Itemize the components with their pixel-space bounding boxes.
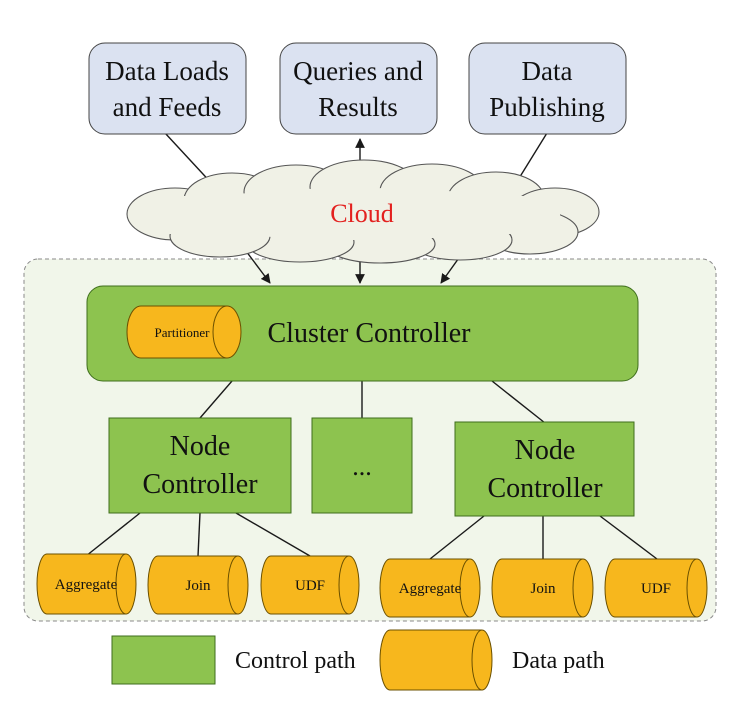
line-cluster-to-node-right	[491, 380, 546, 424]
operator-join-right-label: Join	[530, 581, 556, 597]
ellipsis-box: ...	[311, 417, 413, 514]
cluster-controller-label: Cluster Controller	[268, 318, 472, 349]
operator-udf-right-label: UDF	[641, 581, 671, 597]
operator-join-left: Join	[147, 555, 249, 615]
legend-control-label: Control path	[235, 648, 356, 674]
legend-data-swatch	[379, 629, 493, 691]
legend: Control path Data path	[111, 629, 605, 691]
line-node-left-to-join	[197, 512, 201, 557]
operator-aggregate-left-label: Aggregate	[55, 577, 118, 593]
top-box-data-publishing: Data Publishing	[468, 42, 627, 135]
partitioner-cylinder: Partitioner	[126, 305, 242, 359]
node-controller-left: Node Controller	[108, 417, 292, 514]
node-controller-right: Node Controller	[454, 421, 635, 517]
legend-control-swatch	[111, 635, 216, 685]
top-box-data-publishing-line2: Publishing	[489, 92, 605, 122]
operator-udf-left: UDF	[260, 555, 360, 615]
cloud-shape: Cloud	[126, 159, 600, 264]
cloud-label: Cloud	[330, 199, 394, 228]
operator-aggregate-left: Aggregate	[36, 553, 137, 615]
top-box-queries-line2: Results	[318, 92, 398, 122]
operator-aggregate-right: Aggregate	[379, 558, 481, 618]
top-box-data-publishing-line1: Data	[522, 56, 573, 86]
node-controller-left-line1: Node	[170, 431, 231, 462]
node-controller-left-line2: Controller	[142, 469, 258, 500]
operator-join-left-label: Join	[185, 578, 211, 594]
operator-udf-left-label: UDF	[295, 578, 325, 594]
legend-data-label: Data path	[512, 648, 605, 674]
operator-udf-right: UDF	[604, 558, 708, 618]
node-controller-right-line2: Controller	[487, 473, 603, 504]
partitioner-label: Partitioner	[155, 325, 211, 340]
top-box-data-loads-line1: Data Loads	[105, 56, 229, 86]
top-box-data-loads-line2: and Feeds	[113, 92, 222, 122]
operator-aggregate-right-label: Aggregate	[399, 581, 462, 597]
line-node-right-to-aggregate	[429, 515, 485, 560]
node-controller-right-line1: Node	[515, 435, 576, 466]
ellipsis-label: ...	[352, 452, 372, 481]
top-box-queries: Queries and Results	[279, 42, 438, 135]
operator-join-right: Join	[491, 558, 594, 618]
line-node-right-to-udf	[599, 515, 658, 560]
line-node-left-to-udf	[235, 512, 311, 557]
top-box-data-loads: Data Loads and Feeds	[88, 42, 247, 135]
line-node-left-to-aggregate	[85, 512, 141, 557]
top-box-queries-line1: Queries and	[293, 56, 423, 86]
line-cluster-to-node-left	[199, 380, 233, 419]
